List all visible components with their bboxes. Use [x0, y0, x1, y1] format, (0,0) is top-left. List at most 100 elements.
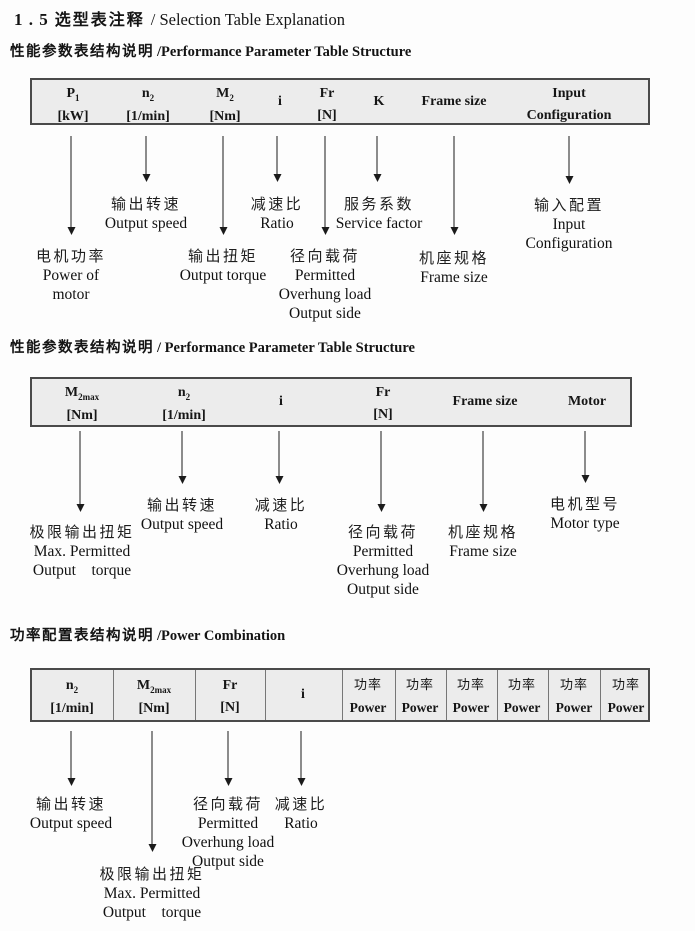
power-combination-table-header: n2 [1/min] M2max [Nm] Fr [N] i 功率 Power …: [30, 668, 650, 722]
callout-zh-label: 径向载荷: [192, 795, 264, 813]
field-callout: 输出转速 Output speed: [30, 794, 112, 833]
column-unit: [kW]: [57, 108, 89, 124]
callout-zh-label: 径向载荷: [289, 247, 361, 265]
field-callout: 径向载荷 Permitted Overhung load Output side: [337, 522, 430, 599]
column-symbol: M2max: [64, 385, 100, 402]
callout-en-label: Ratio: [260, 215, 294, 232]
section-3-heading: 功率配置表结构说明/Power Combination: [10, 624, 285, 645]
callout-zh-label: 机座规格: [447, 523, 519, 541]
down-arrow-icon: [373, 136, 382, 182]
column-symbol: Frame size: [452, 394, 518, 409]
down-arrow-icon: [67, 136, 76, 235]
section-1-heading-en: /Performance Parameter Table Structure: [157, 44, 412, 60]
callout-zh-label: 输出转速: [110, 195, 182, 213]
column-symbol: M2max: [136, 678, 172, 695]
column-unit: Configuration: [526, 108, 612, 123]
callout-en-label: Permitted: [197, 815, 259, 832]
column-header-cell: n2 [1/min]: [50, 678, 94, 717]
column-divider: [342, 670, 343, 720]
column-symbol: 功率: [611, 678, 641, 693]
field-callout: 机座规格 Frame size: [448, 522, 518, 561]
column-unit: [N]: [317, 108, 337, 123]
column-header-cell: Motor: [568, 394, 606, 410]
down-arrow-icon: [178, 431, 187, 484]
column-divider: [395, 670, 396, 720]
field-callout: 极限输出扭矩 Max. Permitted Output torque: [99, 864, 204, 922]
column-header-cell: M2 [Nm]: [209, 86, 240, 125]
section-3-heading-zh: 功率配置表结构说明: [10, 628, 154, 644]
field-callout: 服务系数 Service factor: [336, 194, 423, 233]
down-arrow-icon: [275, 431, 284, 484]
column-symbol: Fr: [222, 678, 238, 693]
field-callout: 减速比 Ratio: [255, 495, 308, 534]
down-arrow-icon: [67, 731, 76, 786]
column-symbol: n2: [177, 385, 191, 402]
down-arrow-icon: [450, 136, 459, 235]
callout-zh-label: 输出扭矩: [187, 247, 258, 265]
performance-table-2-header: M2max [Nm] n2 [1/min] i Fr [N] Frame siz…: [30, 377, 632, 427]
column-header-cell: Frame size: [422, 94, 487, 110]
column-header-cell: Input Configuration: [527, 86, 612, 124]
callout-en-label: Ratio: [284, 815, 318, 832]
down-arrow-icon: [219, 136, 228, 235]
callout-en-label: Motor type: [550, 515, 620, 532]
column-symbol: Fr: [375, 385, 391, 400]
column-divider: [195, 670, 196, 720]
callout-zh-label: 径向载荷: [347, 523, 419, 541]
column-symbol: Input: [552, 86, 586, 101]
column-header-cell: M2max [Nm]: [137, 678, 171, 717]
column-symbol: n2: [141, 86, 155, 103]
column-unit: Power: [503, 700, 541, 715]
column-unit: Power: [452, 700, 490, 715]
callout-en-label: Input: [552, 216, 586, 233]
callout-en-label: Max. Permitted: [33, 543, 131, 560]
column-header-cell: i: [279, 394, 283, 410]
callout-zh-label: 减速比: [250, 195, 304, 213]
callout-zh-label: 极限输出扭矩: [29, 523, 135, 541]
column-divider: [497, 670, 498, 720]
field-callout: 电机型号 Motor type: [550, 494, 620, 533]
column-divider: [446, 670, 447, 720]
callout-en-label: Max. Permitted: [103, 885, 201, 902]
column-symbol: n2: [65, 678, 79, 695]
callout-en-label: Output torque: [32, 562, 132, 579]
field-callout: 输出转速 Output speed: [105, 194, 187, 233]
column-unit: [N]: [373, 407, 393, 422]
callout-zh-label: 电机型号: [549, 495, 621, 513]
callout-zh-label: 电机功率: [35, 247, 107, 265]
section-1-heading: 性能参数表结构说明/Performance Parameter Table St…: [10, 40, 411, 61]
column-unit: [1/min]: [162, 407, 206, 423]
column-symbol: Frame size: [421, 93, 487, 109]
column-header-cell: n2 [1/min]: [162, 385, 206, 424]
down-arrow-icon: [148, 731, 157, 852]
column-symbol: M2: [216, 86, 234, 103]
callout-en-label: Output speed: [104, 215, 188, 232]
column-unit: [Nm]: [66, 407, 98, 423]
column-symbol: K: [373, 93, 385, 109]
callout-en-label: Service factor: [335, 215, 423, 232]
column-symbol: 功率: [507, 678, 537, 693]
column-unit: [1/min]: [126, 108, 170, 124]
callout-en-label: Frame size: [420, 269, 488, 286]
callout-en-label: Output speed: [140, 516, 224, 533]
column-header-cell: M2max [Nm]: [65, 385, 99, 424]
field-callout: 极限输出扭矩 Max. Permitted Output torque: [29, 522, 134, 580]
callout-en-label: Overhung load: [336, 562, 430, 579]
column-unit: Power: [349, 700, 387, 715]
column-header-cell: 功率 Power: [504, 678, 541, 716]
down-arrow-icon: [224, 731, 233, 786]
down-arrow-icon: [565, 136, 574, 184]
callout-en-label: Frame size: [449, 543, 517, 560]
down-arrow-icon: [479, 431, 488, 512]
column-header-cell: Fr [N]: [317, 86, 336, 124]
callout-zh-label: 服务系数: [343, 195, 414, 213]
column-header-cell: P1 [kW]: [57, 86, 88, 125]
field-callout: 机座规格 Frame size: [419, 248, 489, 287]
column-symbol: i: [279, 394, 283, 409]
column-symbol: Motor: [567, 394, 607, 409]
column-header-cell: i: [301, 687, 305, 703]
callout-en-label: Output torque: [179, 267, 267, 284]
column-divider: [265, 670, 266, 720]
down-arrow-icon: [321, 136, 330, 235]
